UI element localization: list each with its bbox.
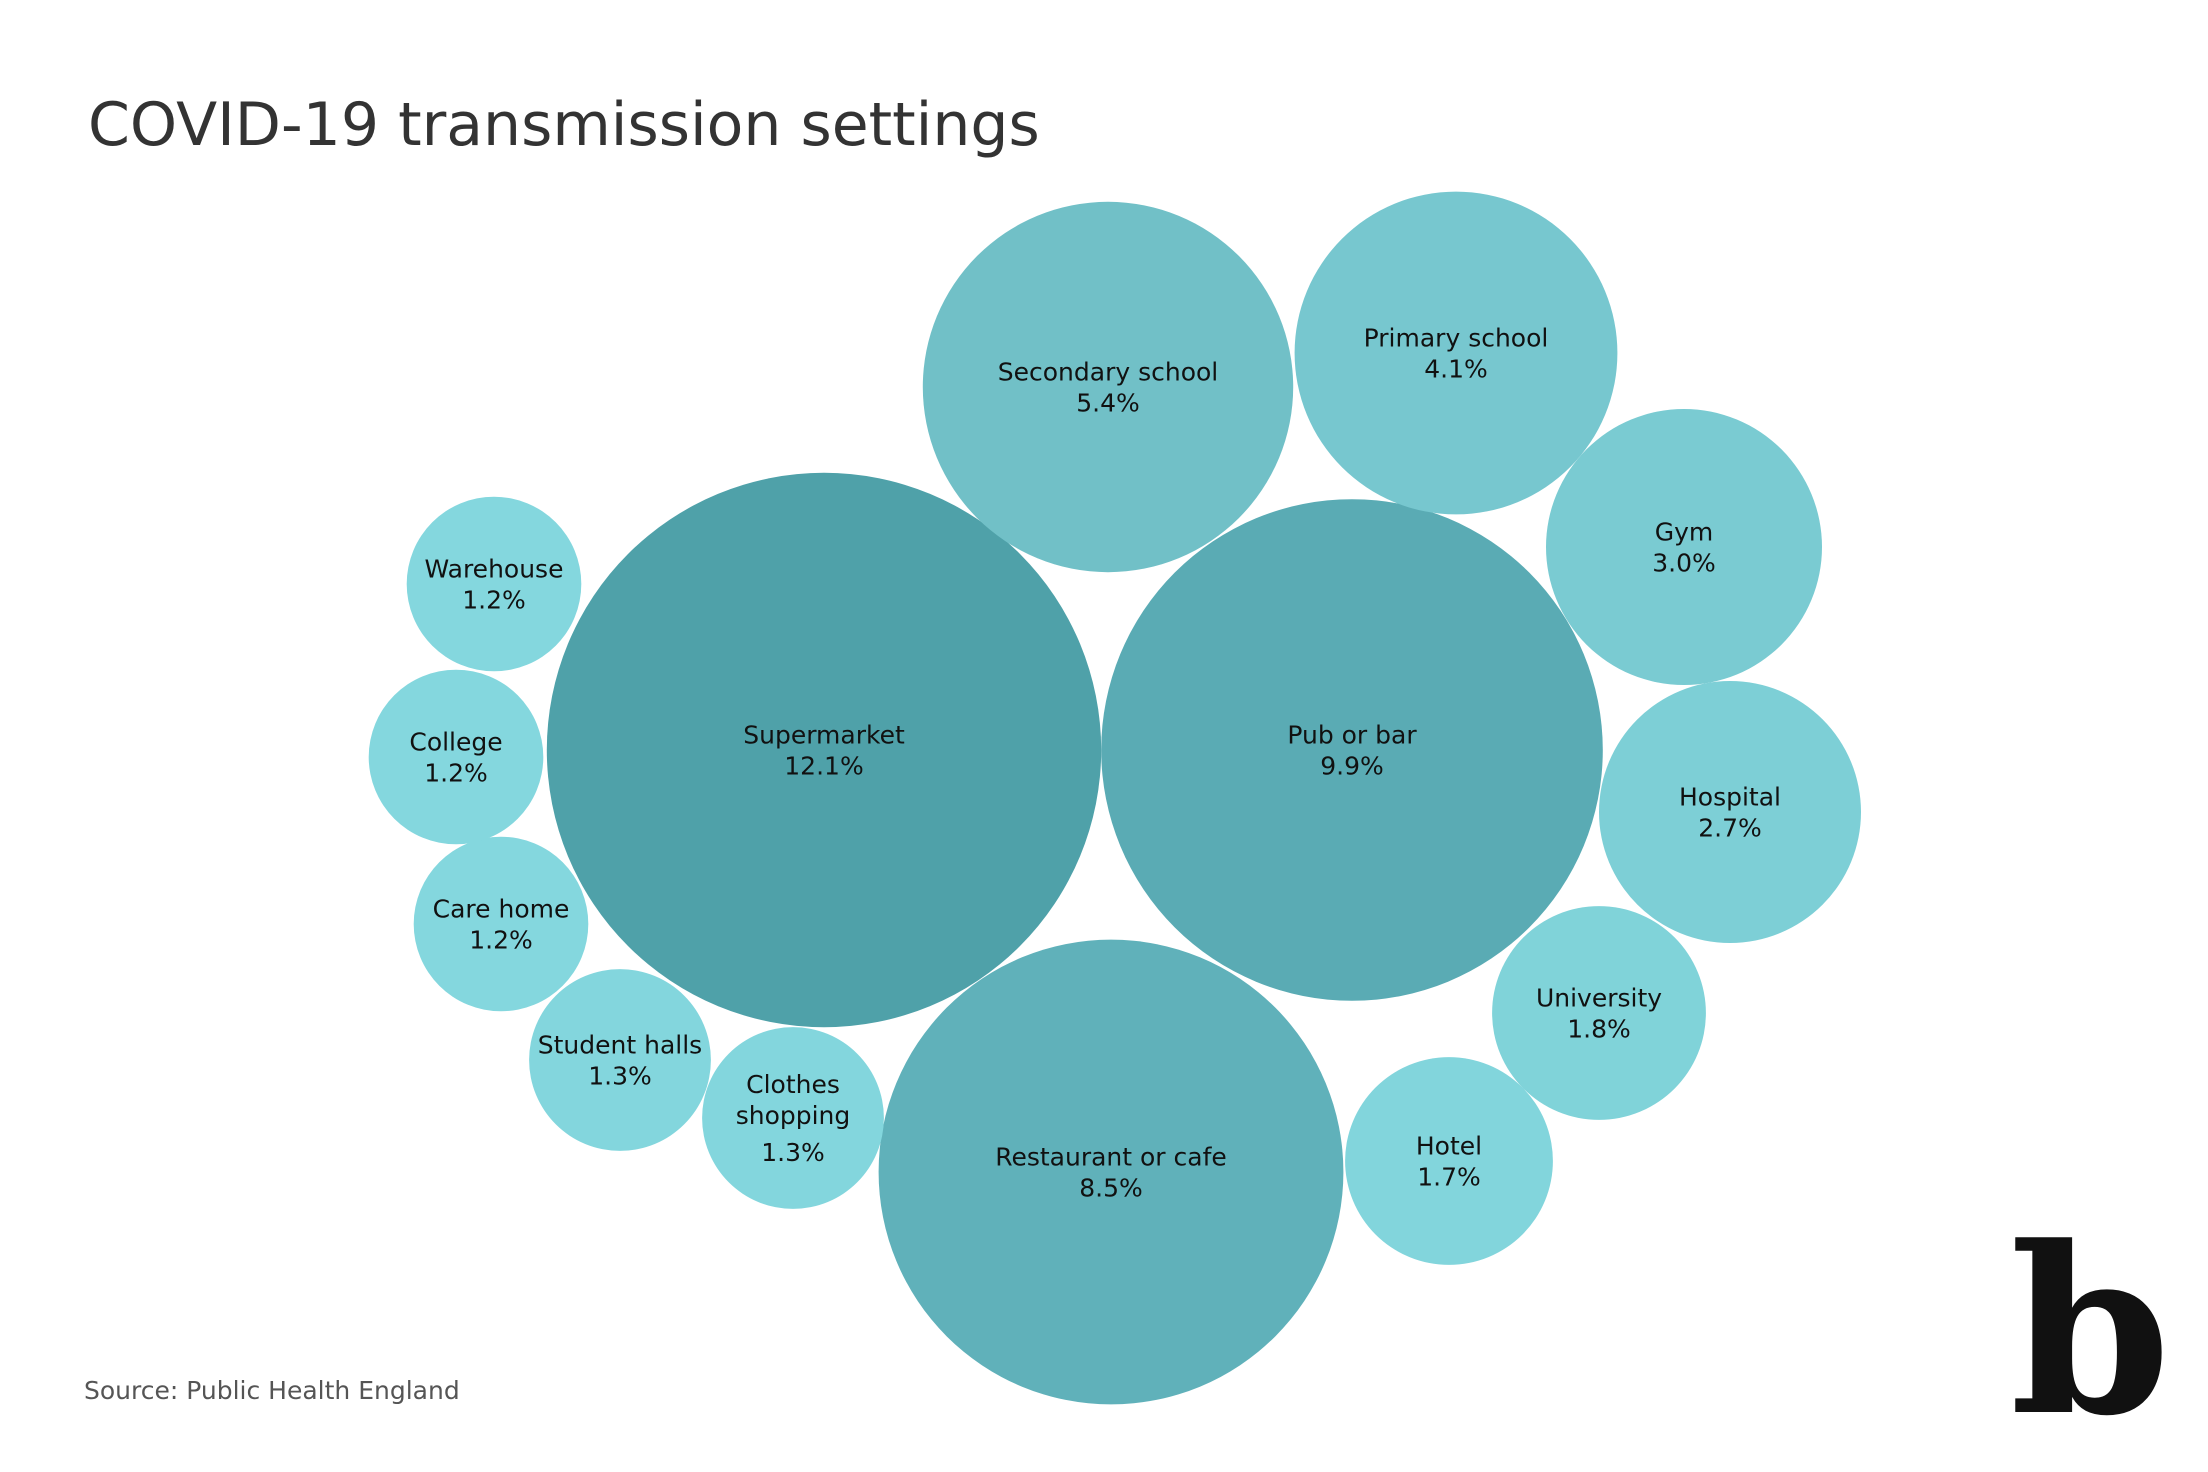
bubble-value-label: 5.4% xyxy=(1076,388,1140,417)
bubble-name-label: University xyxy=(1536,983,1662,1012)
bubble-name-label: Clothes xyxy=(746,1070,840,1099)
bubble-value-label: 1.2% xyxy=(462,585,526,614)
bubble-name-label: Warehouse xyxy=(425,554,564,583)
bubble-name-label: Gym xyxy=(1655,517,1714,546)
bubble-value-label: 1.3% xyxy=(588,1061,652,1090)
chart-title: COVID-19 transmission settings xyxy=(88,90,1040,160)
bubble-value-label: 1.7% xyxy=(1417,1162,1481,1191)
bubble-name-label: shopping xyxy=(736,1101,851,1130)
bubble-value-label: 1.8% xyxy=(1567,1014,1631,1043)
source-note: Source: Public Health England xyxy=(84,1376,460,1405)
bubble-name-label: Secondary school xyxy=(998,357,1219,386)
bubble-value-label: 1.3% xyxy=(761,1138,825,1167)
bubble-value-label: 12.1% xyxy=(784,751,863,780)
bubble-circle xyxy=(1546,409,1822,685)
bubble-circle xyxy=(546,472,1102,1028)
bubble-name-label: Primary school xyxy=(1364,323,1549,352)
bubble-name-label: College xyxy=(409,727,502,756)
bubble-name-label: Supermarket xyxy=(743,720,905,749)
bubble-name-label: Student halls xyxy=(538,1030,702,1059)
bubble-circle xyxy=(1294,191,1618,515)
bubble-circle xyxy=(1599,681,1861,943)
bubble-circle xyxy=(406,496,582,672)
bubble-circle xyxy=(878,939,1344,1405)
bubble-circle xyxy=(413,836,589,1012)
bubble-circle xyxy=(1492,906,1706,1120)
bubble-circle xyxy=(1345,1057,1553,1265)
bubble-circle xyxy=(529,969,711,1151)
bubble-value-label: 9.9% xyxy=(1320,751,1384,780)
bubble-circle xyxy=(922,201,1294,573)
bubble-name-label: Hospital xyxy=(1679,782,1781,811)
bubble-value-label: 1.2% xyxy=(469,925,533,954)
logo-glyph: b xyxy=(2010,1216,2170,1456)
bubble-value-label: 8.5% xyxy=(1079,1173,1143,1202)
bubble-value-label: 1.2% xyxy=(424,758,488,787)
b-logo-icon: b xyxy=(2010,1216,2170,1456)
bubble-name-label: Hotel xyxy=(1416,1131,1482,1160)
bubble-circle xyxy=(702,1027,884,1209)
bubble-value-label: 2.7% xyxy=(1698,813,1762,842)
bubble-value-label: 4.1% xyxy=(1424,354,1488,383)
bubble-value-label: 3.0% xyxy=(1652,548,1716,577)
bubble-name-label: Restaurant or cafe xyxy=(995,1142,1227,1171)
bubble-name-label: Care home xyxy=(433,894,570,923)
bubble-name-label: Pub or bar xyxy=(1287,720,1417,749)
bubble-circle xyxy=(368,669,544,845)
bubble-circle xyxy=(1101,499,1603,1001)
